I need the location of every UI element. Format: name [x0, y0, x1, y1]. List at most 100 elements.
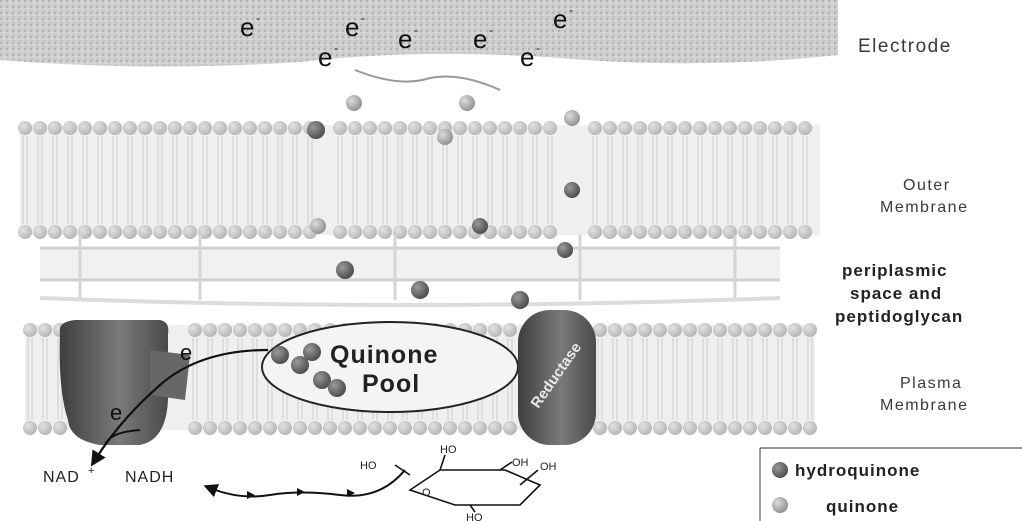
lipid-head [378, 225, 392, 239]
lipid-head [473, 421, 487, 435]
lipid-head [713, 323, 727, 337]
electron-symbol: e [345, 12, 359, 42]
lipid-head [393, 121, 407, 135]
lipid-head [48, 121, 62, 135]
electron-charge: - [536, 41, 540, 55]
hydroquinone-sphere [303, 343, 321, 361]
lipid-head [623, 421, 637, 435]
lipid-head [788, 421, 802, 435]
lipid-head [263, 323, 277, 337]
lipid-head [413, 421, 427, 435]
lipid-head [288, 225, 302, 239]
lipid-head [203, 323, 217, 337]
hydroquinone-sphere [328, 379, 346, 397]
lipid-head [768, 225, 782, 239]
lipid-head [638, 421, 652, 435]
metabolic-pathway [210, 470, 405, 499]
lipid-head [528, 121, 542, 135]
lipid-head [728, 421, 742, 435]
lipid-head [798, 121, 812, 135]
electron-charge: - [569, 3, 573, 17]
lipid-head [798, 225, 812, 239]
lipid-head [353, 421, 367, 435]
glucose-ho-left: HO [360, 460, 377, 472]
lipid-head [683, 421, 697, 435]
plasma-membrane-label-line2: Membrane [880, 397, 968, 414]
lipid-head [183, 121, 197, 135]
lipid-head [348, 225, 362, 239]
quinone-pool-label-line2: Pool [362, 370, 420, 398]
lipid-head [228, 121, 242, 135]
lipid-head [363, 121, 377, 135]
pathway-intermediate-arrow [297, 488, 305, 496]
lipid-head [728, 323, 742, 337]
lipid-head [273, 121, 287, 135]
lipid-head [623, 323, 637, 337]
lipid-head [33, 225, 47, 239]
hydroquinone-sphere [564, 182, 580, 198]
lipid-head [18, 225, 32, 239]
lipid-head [243, 121, 257, 135]
lipid-head [458, 421, 472, 435]
lipid-head [713, 421, 727, 435]
lipid-head [663, 121, 677, 135]
lipid-head [38, 421, 52, 435]
lipid-head [468, 121, 482, 135]
quinone-sphere [564, 110, 580, 126]
lipid-head [498, 225, 512, 239]
lipid-head [383, 421, 397, 435]
lipid-head [408, 121, 422, 135]
lipid-head [203, 421, 217, 435]
lipid-head [618, 225, 632, 239]
lipid-head [693, 225, 707, 239]
lipid-head [503, 323, 517, 337]
lipid-head [683, 323, 697, 337]
lipid-head [213, 225, 227, 239]
lipid-head [488, 421, 502, 435]
lipid-head [53, 421, 67, 435]
lipid-head [633, 121, 647, 135]
lipid-head [698, 421, 712, 435]
lipid-head [638, 323, 652, 337]
lipid-head [288, 121, 302, 135]
periplasm-lower-edge [40, 298, 780, 305]
lipid-head [333, 225, 347, 239]
periplasm-label-line2: space and [850, 284, 942, 303]
lipid-head [218, 421, 232, 435]
lipid-head [768, 121, 782, 135]
hydroquinone-sphere [557, 242, 573, 258]
lipid-head [753, 121, 767, 135]
lipid-head [483, 121, 497, 135]
lipid-head [323, 421, 337, 435]
lipid-head [678, 225, 692, 239]
nad-plus-label: NAD [43, 469, 80, 486]
lipid-head [333, 121, 347, 135]
lipid-head [123, 225, 137, 239]
lipid-head [603, 121, 617, 135]
lipid-head [408, 225, 422, 239]
lipid-head [48, 225, 62, 239]
lipid-head [498, 121, 512, 135]
lipid-head [168, 121, 182, 135]
lipid-head [153, 225, 167, 239]
lipid-head [588, 225, 602, 239]
lipid-head [348, 121, 362, 135]
lipid-head [453, 121, 467, 135]
quinone-sphere [459, 95, 475, 111]
lipid-head [738, 121, 752, 135]
lipid-head [188, 323, 202, 337]
lipid-head [78, 121, 92, 135]
peptidoglycan-band [40, 248, 780, 280]
electron-charge: - [414, 23, 418, 37]
lipid-head [258, 225, 272, 239]
lipid-head [753, 225, 767, 239]
quinone-pool: Quinone Pool [262, 322, 518, 412]
lipid-head [398, 421, 412, 435]
lipid-head [248, 421, 262, 435]
electron-symbol: e [553, 4, 567, 34]
lipid-head [93, 121, 107, 135]
lipid-head [588, 121, 602, 135]
lipid-head [378, 121, 392, 135]
lipid-head [38, 323, 52, 337]
